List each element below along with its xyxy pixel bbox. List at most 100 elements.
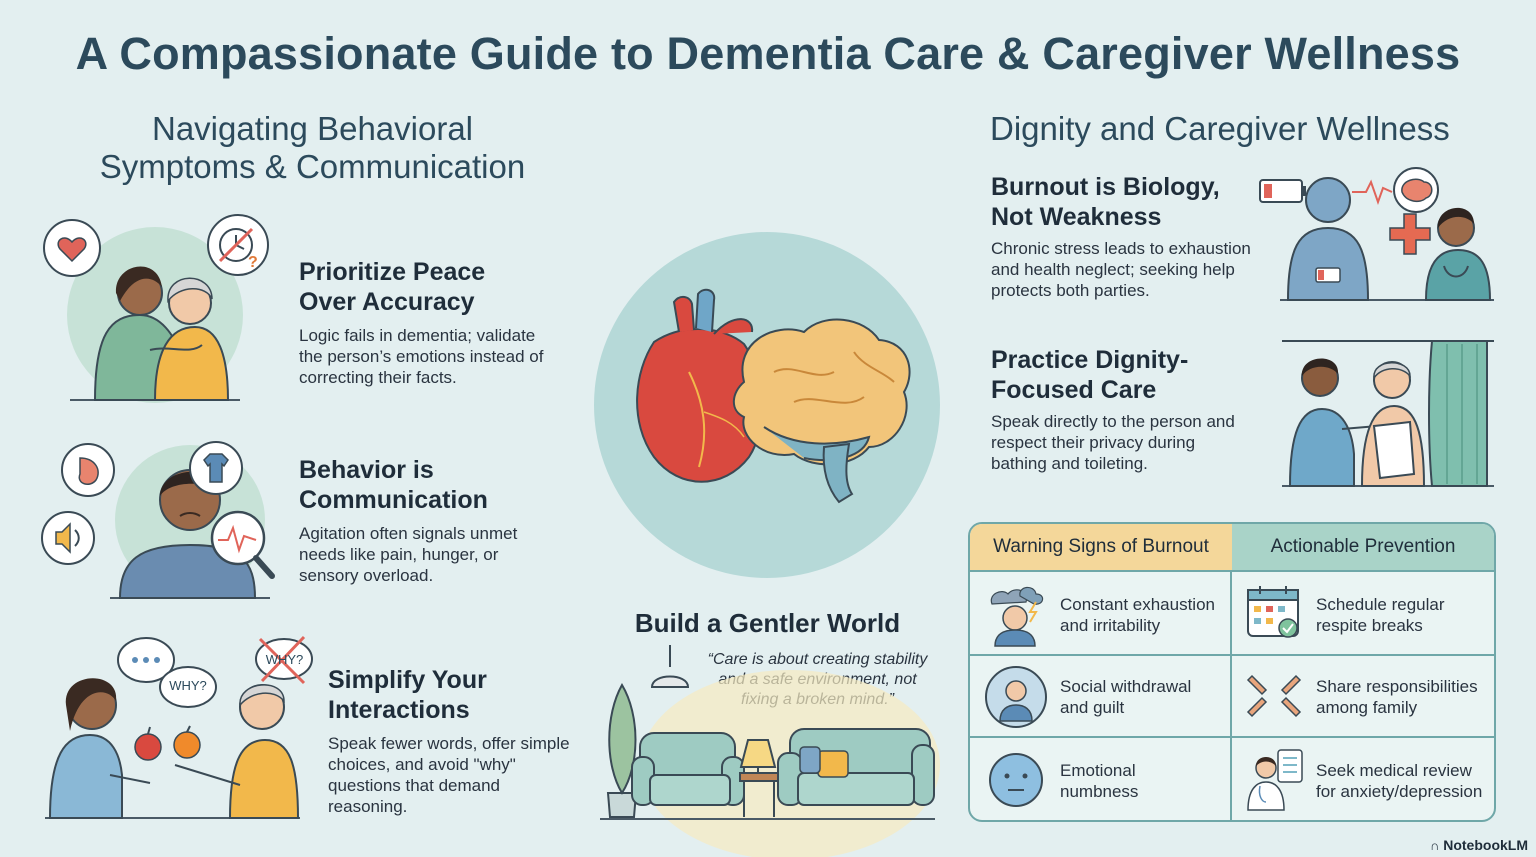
item-body: Logic fails in dementia; validate the pe… [299, 325, 579, 388]
hug-illustration: ? [43, 214, 269, 403]
offering-choices-illustration [45, 635, 313, 819]
center-title: Build a Gentler World [634, 608, 901, 638]
left-section-title-line1: Navigating Behavioral [151, 110, 474, 147]
withdrawn-person-icon [985, 666, 1047, 728]
heading-line: Not Weakness [991, 203, 1162, 231]
heading-line: Over Accuracy [299, 288, 475, 316]
living-room-illustration [600, 645, 940, 857]
apple-icon [134, 726, 162, 761]
exhausted-person-icon [990, 586, 1044, 647]
body-line: Agitation often signals unmet [299, 524, 518, 543]
body-line: the person’s emotions instead of [299, 347, 544, 366]
low-battery-icon [1259, 179, 1306, 203]
prevention-cell: Share responsibilities among family [1232, 656, 1494, 738]
peace-over-accuracy-card: Prioritize Peace Over Accuracy Logic fai… [299, 257, 579, 388]
cell-line: Constant exhaustion [1060, 595, 1215, 614]
burnout-biology-card: Burnout is Biology, Not Weakness Chronic… [991, 172, 1271, 301]
elder-with-towel-icon [1360, 361, 1426, 487]
prevention-text: Seek medical review for anxiety/depressi… [1316, 760, 1482, 802]
cell-line: Share responsibilities [1316, 677, 1478, 696]
heart-brain-illustration [594, 232, 940, 578]
body-line: bathing and toileting. [991, 454, 1148, 473]
table-row: Social withdrawal and guilt Share respon… [970, 654, 1494, 738]
heart-bubble-icon [43, 219, 101, 277]
body-line: and health neglect; seeking help [991, 260, 1235, 279]
crossed-why-label: WHY? [265, 652, 304, 667]
prevention-text: Share responsibilities among family [1316, 676, 1478, 718]
pendant-lamp-icon [650, 645, 690, 688]
item-body: Speak directly to the person and respect… [991, 411, 1271, 474]
item-heading: Burnout is Biology, Not Weakness [991, 172, 1271, 232]
heading-line: Communication [299, 486, 488, 514]
shower-curtain-icon [1428, 340, 1488, 487]
page-title: A Compassionate Guide to Dementia Care &… [75, 28, 1461, 79]
cell-line: Schedule regular [1316, 595, 1445, 614]
tired-body-icon [1286, 177, 1370, 301]
warning-text: Emotional numbness [1060, 760, 1138, 802]
ellipsis-bubble-icon [117, 637, 175, 683]
body-line: sensory overload. [299, 566, 434, 585]
body-line: Logic fails in dementia; validate [299, 326, 536, 345]
plant-icon [606, 683, 638, 818]
heading-line: Focused Care [991, 376, 1157, 404]
item-heading: Behavior is Communication [299, 455, 579, 515]
why-label: WHY? [169, 678, 207, 693]
cell-line: and guilt [1060, 698, 1125, 717]
body-line: choices, and avoid "why" [328, 755, 516, 774]
nurse-icon [1424, 207, 1492, 301]
heading-line: Behavior is [299, 456, 434, 484]
cell-line: numbness [1060, 782, 1139, 801]
heading-line: Burnout is Biology, [991, 173, 1220, 201]
bathing-care-illustration [1282, 340, 1494, 487]
body-line: Speak directly to the person and [991, 412, 1235, 431]
warning-text: Social withdrawal and guilt [1060, 676, 1191, 718]
svg-text:?: ? [248, 254, 258, 271]
behavior-communication-card: Behavior is Communication Agitation ofte… [299, 455, 579, 586]
orange-icon [173, 725, 201, 759]
body-line: respect their privacy during [991, 433, 1196, 452]
numb-face-icon [989, 753, 1043, 807]
doctor-clipboard-icon [1247, 749, 1303, 811]
item-heading: Simplify Your Interactions [328, 665, 590, 725]
cell-line: among family [1316, 698, 1418, 717]
warning-cell: Emotional numbness [970, 738, 1232, 820]
cell-line: Emotional [1060, 761, 1136, 780]
helping-hands-icon [1246, 674, 1302, 718]
heading-line: Interactions [328, 696, 470, 724]
calendar-check-icon [1247, 586, 1299, 638]
item-heading: Prioritize Peace Over Accuracy [299, 257, 579, 317]
medical-cross-icon [1389, 213, 1431, 255]
item-heading: Practice Dignity- Focused Care [991, 345, 1271, 405]
brand-label: NotebookLM [1443, 837, 1528, 853]
heart-organ-icon [636, 288, 763, 483]
warning-cell: Social withdrawal and guilt [970, 656, 1232, 738]
sofa-icon [777, 728, 935, 806]
simplify-interactions-card: Simplify Your Interactions Speak fewer w… [328, 665, 590, 817]
right-section-title: Dignity and Caregiver Wellness [990, 110, 1450, 147]
cell-line: respite breaks [1316, 616, 1423, 635]
left-section-title: Navigating Behavioral Symptoms & Communi… [60, 110, 565, 186]
brain-thought-icon [1393, 167, 1439, 213]
body-line: needs like pain, hunger, or [299, 545, 499, 564]
stomach-bubble-icon [61, 443, 115, 497]
brand-footer: ∩ NotebookLM [1430, 837, 1528, 853]
body-line: reasoning. [328, 797, 408, 816]
shirt-bubble-icon [189, 441, 243, 495]
distressed-person-illustration [41, 441, 275, 599]
warning-cell: Constant exhaustion and irritability [970, 572, 1232, 656]
body-line: correcting their facts. [299, 368, 457, 387]
why-bubble-icon [159, 666, 217, 708]
magnifier-pulse-icon [210, 510, 275, 579]
speaker-bubble-icon [41, 511, 95, 565]
left-section-title-line2: Symptoms & Communication [99, 148, 526, 185]
confused-clock-icon: ? [207, 214, 269, 276]
brain-organ-icon [732, 318, 911, 504]
item-body: Chronic stress leads to exhaustion and h… [991, 238, 1271, 301]
dignity-care-card: Practice Dignity- Focused Care Speak dir… [991, 345, 1271, 474]
burnout-illustration [1259, 167, 1494, 301]
body-line: questions that demand [328, 776, 501, 795]
table-row: Constant exhaustion and irritability Sch… [970, 570, 1494, 656]
body-line: Chronic stress leads to exhaustion [991, 239, 1251, 258]
heading-line: Simplify Your [328, 666, 487, 694]
notebooklm-logo-icon: ∩ [1429, 838, 1440, 853]
